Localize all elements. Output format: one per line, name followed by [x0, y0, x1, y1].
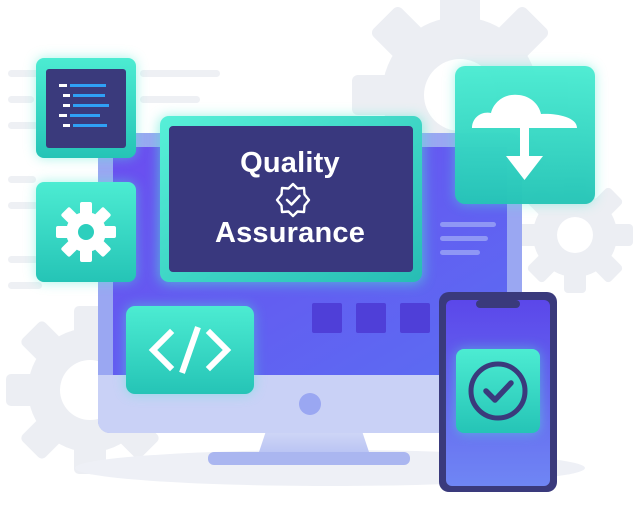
badge-check-icon	[275, 182, 311, 218]
quality-assurance-banner	[158, 116, 424, 284]
cloud-download-tile	[455, 66, 595, 204]
smartphone	[439, 292, 557, 492]
gear-icon	[56, 202, 116, 262]
cloud-download-icon	[472, 94, 577, 180]
banner-title-assurance: Assurance	[214, 217, 366, 249]
code-tag-icon	[148, 326, 232, 374]
code-editor-icon	[59, 84, 109, 127]
monitor-power-button	[299, 393, 321, 415]
settings-tile	[36, 182, 136, 282]
code-tag-tile	[126, 306, 254, 394]
background-lines	[8, 70, 220, 289]
banner-title-quality: Quality	[240, 147, 340, 179]
checkmark-icon	[468, 361, 528, 421]
code-editor-tile	[36, 58, 136, 158]
